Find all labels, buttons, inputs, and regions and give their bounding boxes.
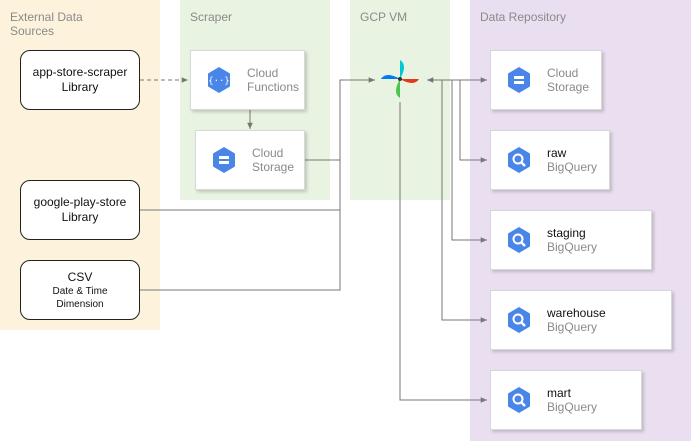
lane-title-scraper: Scraper: [190, 10, 233, 24]
google-play-store-sublabel: Library: [61, 210, 99, 224]
mart-sublabel: BigQuery: [547, 400, 598, 414]
bigquery-mart-card: mart BigQuery: [490, 370, 642, 430]
bigquery-icon: [508, 387, 530, 413]
csv-label: CSV: [67, 269, 93, 284]
google-play-store-source: google-play-store Library: [20, 180, 140, 240]
edge-scraper-storage-to-airflow: [305, 77, 375, 161]
scraper-storage-line1: Cloud: [252, 146, 284, 160]
bigquery-icon: [508, 227, 530, 253]
bigquery-raw-card: raw BigQuery: [490, 130, 610, 190]
bigquery-icon: [508, 147, 530, 173]
cloud-storage-icon: [508, 67, 530, 93]
staging-label: staging: [547, 226, 586, 240]
lane-title-external: External Data Sources: [10, 10, 83, 38]
repo-storage-line2: Storage: [547, 80, 590, 94]
app-store-scraper-source: app-store-scraper Library: [20, 50, 140, 110]
mart-label: mart: [547, 386, 571, 400]
scraper-cloud-storage-card: Cloud Storage: [195, 130, 305, 190]
edge-airflow-to-warehouse: [440, 79, 487, 323]
warehouse-sublabel: BigQuery: [547, 320, 598, 334]
bigquery-staging-card: staging BigQuery: [490, 210, 652, 270]
repo-cloud-storage-card: Cloud Storage: [490, 50, 602, 110]
cloud-functions-card: {··} Cloud Functions: [190, 50, 305, 110]
bigquery-warehouse-card: warehouse BigQuery: [490, 290, 672, 350]
csv-source: CSV Date & Time Dimension: [20, 260, 140, 320]
staging-sublabel: BigQuery: [547, 240, 598, 254]
cloud-storage-icon: [213, 147, 235, 173]
scraper-storage-line2: Storage: [252, 160, 295, 174]
google-play-store-label: google-play-store: [33, 195, 127, 209]
edge-airflow-to-raw: [455, 79, 487, 163]
warehouse-label: warehouse: [547, 306, 606, 320]
repo-storage-line1: Cloud: [547, 66, 579, 80]
cloud-functions-line2: Functions: [247, 80, 300, 94]
edge-csv-to-airflow: [140, 210, 341, 291]
raw-sublabel: BigQuery: [547, 160, 598, 174]
edge-airflow-to-mart: [399, 102, 487, 403]
cloud-functions-icon: {··}: [208, 67, 230, 93]
edge-airflow-to-staging: [448, 79, 487, 243]
lane-title-gcp-vm: GCP VM: [360, 10, 408, 24]
app-store-scraper-label: app-store-scraper: [32, 65, 128, 79]
raw-label: raw: [547, 146, 567, 160]
cloud-functions-line1: Cloud: [247, 66, 279, 80]
svg-text:{··}: {··}: [208, 77, 230, 87]
airflow-pinwheel-icon: [381, 60, 419, 98]
lane-title-repository: Data Repository: [480, 10, 567, 24]
bigquery-icon: [508, 307, 530, 333]
csv-sublabel: Date & Time Dimension: [52, 285, 108, 310]
app-store-scraper-sublabel: Library: [61, 80, 99, 94]
